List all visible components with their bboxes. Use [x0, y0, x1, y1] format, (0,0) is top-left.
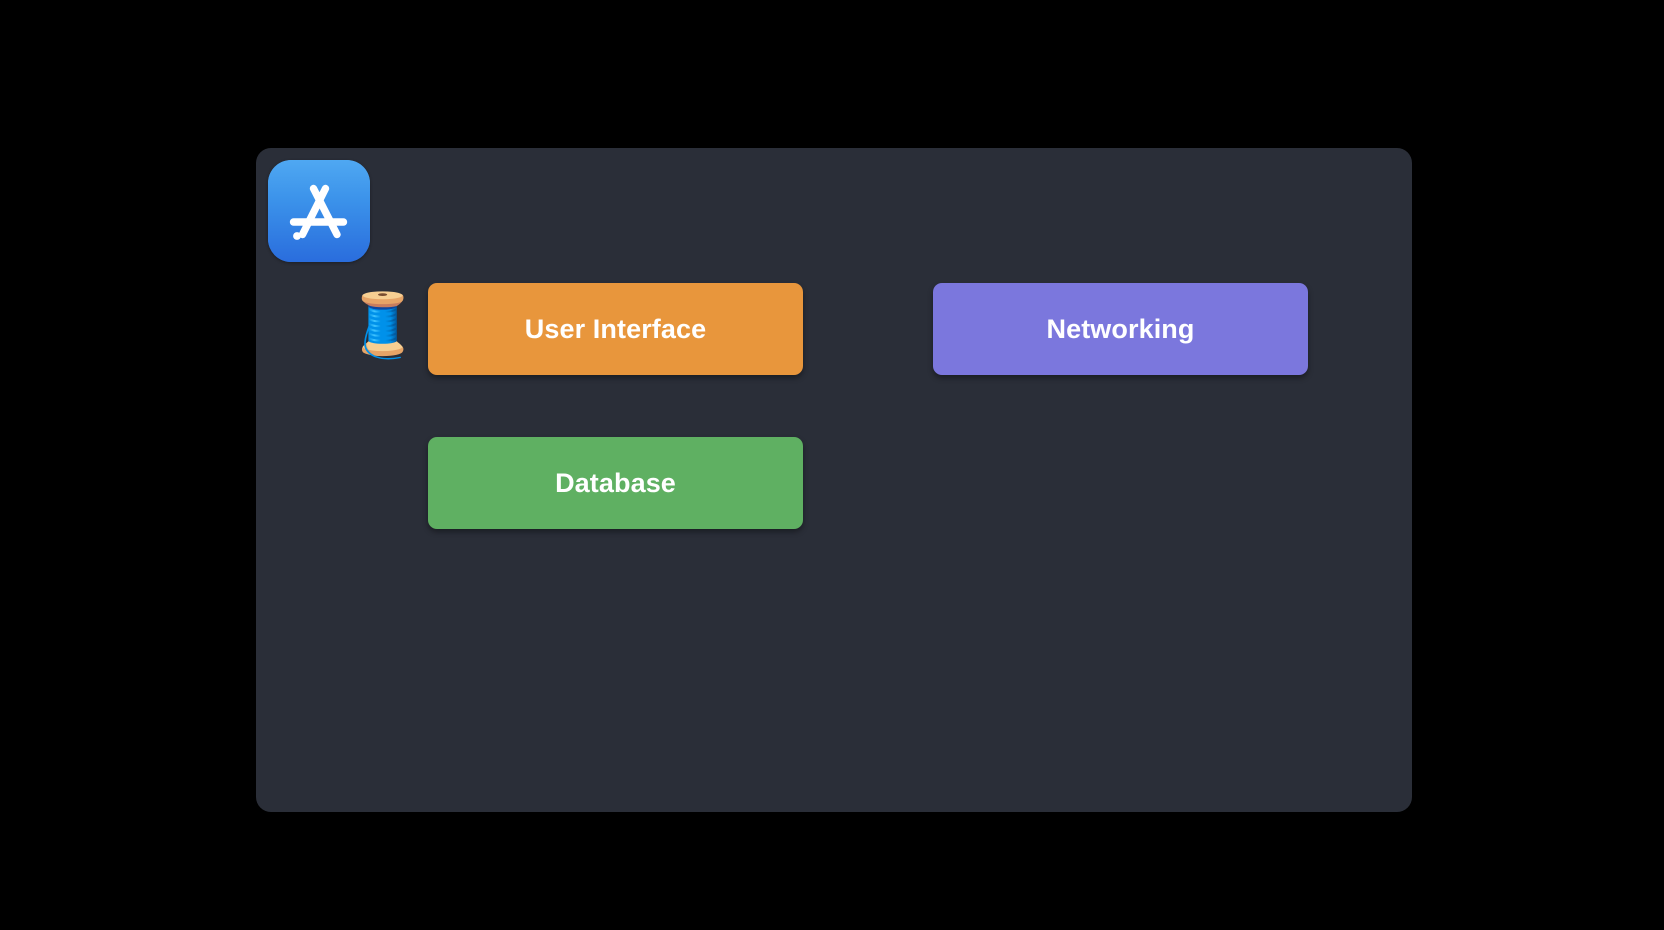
- module-button-label: Database: [555, 467, 676, 498]
- module-button-label: Networking: [1046, 313, 1195, 344]
- module-button-label: User Interface: [524, 313, 707, 344]
- app-window-panel: 🧵 User Interface Networking Database: [256, 148, 1412, 812]
- thread-spool-emoji: 🧵: [344, 291, 422, 360]
- module-button-user-interface[interactable]: User Interface: [428, 283, 803, 375]
- module-button-networking[interactable]: Networking: [933, 283, 1308, 375]
- app-store-icon[interactable]: [268, 160, 370, 262]
- module-button-database[interactable]: Database: [428, 437, 803, 529]
